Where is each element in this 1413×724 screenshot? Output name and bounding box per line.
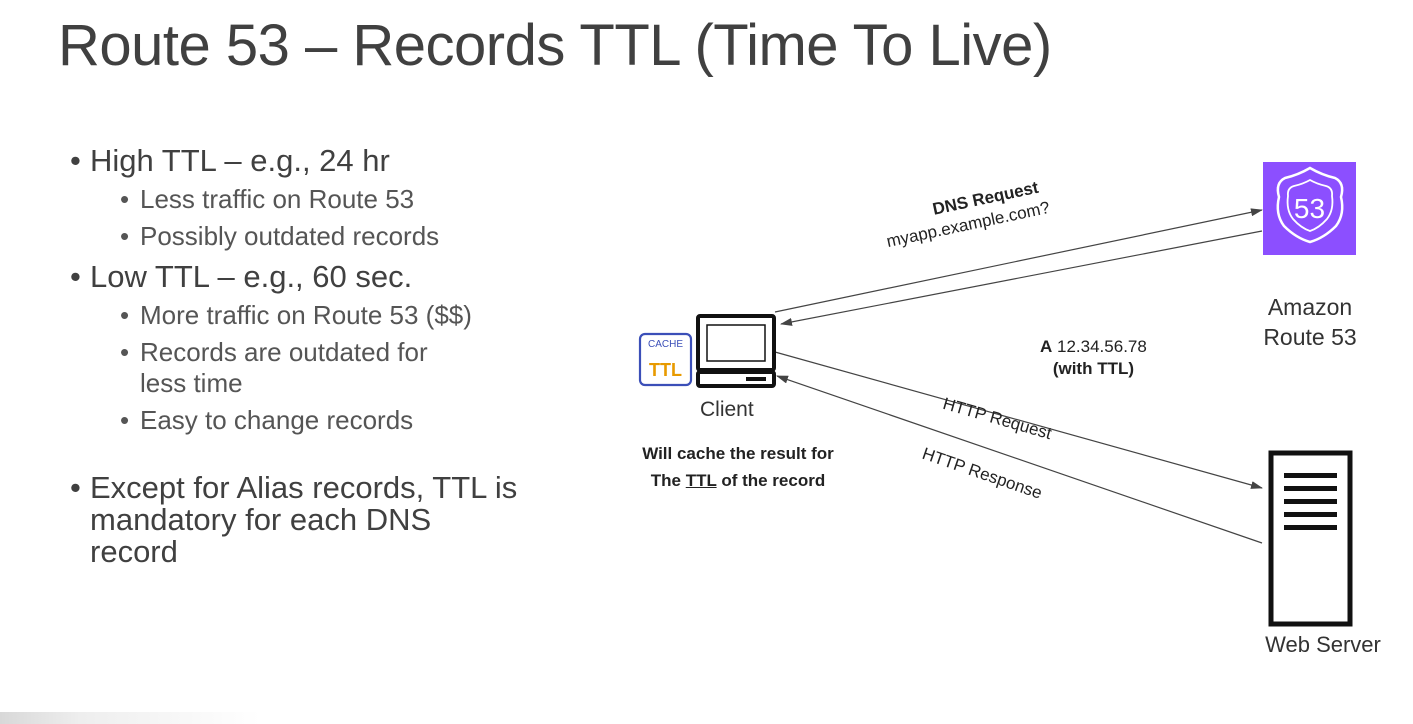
bullet-low-ttl: Low TTL – e.g., 60 sec. More traffic on … bbox=[70, 258, 590, 436]
http-request-arrow bbox=[774, 351, 1263, 489]
cache-badge-bottom: TTL bbox=[649, 360, 682, 380]
low-ttl-subbullets: More traffic on Route 53 ($$) Records ar… bbox=[90, 300, 590, 436]
bullet-low-ttl-text: Low TTL – e.g., 60 sec. bbox=[90, 259, 413, 294]
dns-answer-prefix: A bbox=[1040, 337, 1053, 356]
sub-bullet: More traffic on Route 53 ($$) bbox=[120, 300, 590, 331]
bullet-alias-note: Except for Alias records, TTL is mandato… bbox=[70, 472, 520, 568]
web-server-icon bbox=[1268, 450, 1353, 627]
sub-bullet: Possibly outdated records bbox=[120, 221, 590, 252]
sub-bullet: Records are outdated for less time bbox=[120, 337, 440, 399]
dns-response-arrow bbox=[780, 230, 1263, 326]
cache-note-line2: The TTL of the record bbox=[598, 467, 878, 494]
route53-icon bbox=[1263, 162, 1356, 255]
cache-ttl-badge bbox=[638, 332, 693, 387]
dns-answer-ip: 12.34.56.78 bbox=[1057, 337, 1147, 356]
slide-title: Route 53 – Records TTL (Time To Live) bbox=[58, 13, 1052, 78]
cache-note-pre: The bbox=[650, 471, 686, 490]
dns-request-arrow bbox=[774, 208, 1263, 313]
sub-bullet: Less traffic on Route 53 bbox=[120, 184, 590, 215]
sub-bullet: Easy to change records bbox=[120, 405, 590, 436]
cache-badge-top: CACHE bbox=[647, 339, 683, 350]
route53-label-line1: Amazon bbox=[1267, 294, 1353, 320]
cache-note-ttl: TTL bbox=[685, 471, 717, 490]
route53-label: Amazon Route 53 bbox=[1248, 292, 1372, 352]
dns-answer-ttl: (with TTL) bbox=[1052, 359, 1135, 378]
bullet-high-ttl: High TTL – e.g., 24 hr Less traffic on R… bbox=[70, 142, 590, 252]
high-ttl-subbullets: Less traffic on Route 53 Possibly outdat… bbox=[90, 184, 590, 252]
dns-answer-record: A 12.34.56.78 bbox=[1040, 336, 1147, 358]
http-response-arrow bbox=[776, 375, 1263, 544]
client-label: Client bbox=[700, 398, 754, 421]
bullet-list: High TTL – e.g., 24 hr Less traffic on R… bbox=[70, 142, 590, 574]
cache-note-line1: Will cache the result for bbox=[642, 444, 834, 463]
bullet-high-ttl-text: High TTL – e.g., 24 hr bbox=[90, 143, 390, 178]
slide-bottom-shadow bbox=[0, 712, 1413, 724]
cache-note: Will cache the result for The TTL of the… bbox=[598, 440, 878, 494]
dns-answer-label: A 12.34.56.78 (with TTL) bbox=[1040, 336, 1147, 380]
client-computer-icon bbox=[696, 314, 776, 388]
route53-label-line2: Route 53 bbox=[1263, 324, 1357, 350]
cache-note-post: of the record bbox=[716, 471, 826, 490]
route53-badge-number: 53 bbox=[1293, 193, 1326, 224]
bullet-alias-note-text: Except for Alias records, TTL is mandato… bbox=[90, 470, 518, 569]
web-server-label: Web Server bbox=[1265, 632, 1381, 657]
